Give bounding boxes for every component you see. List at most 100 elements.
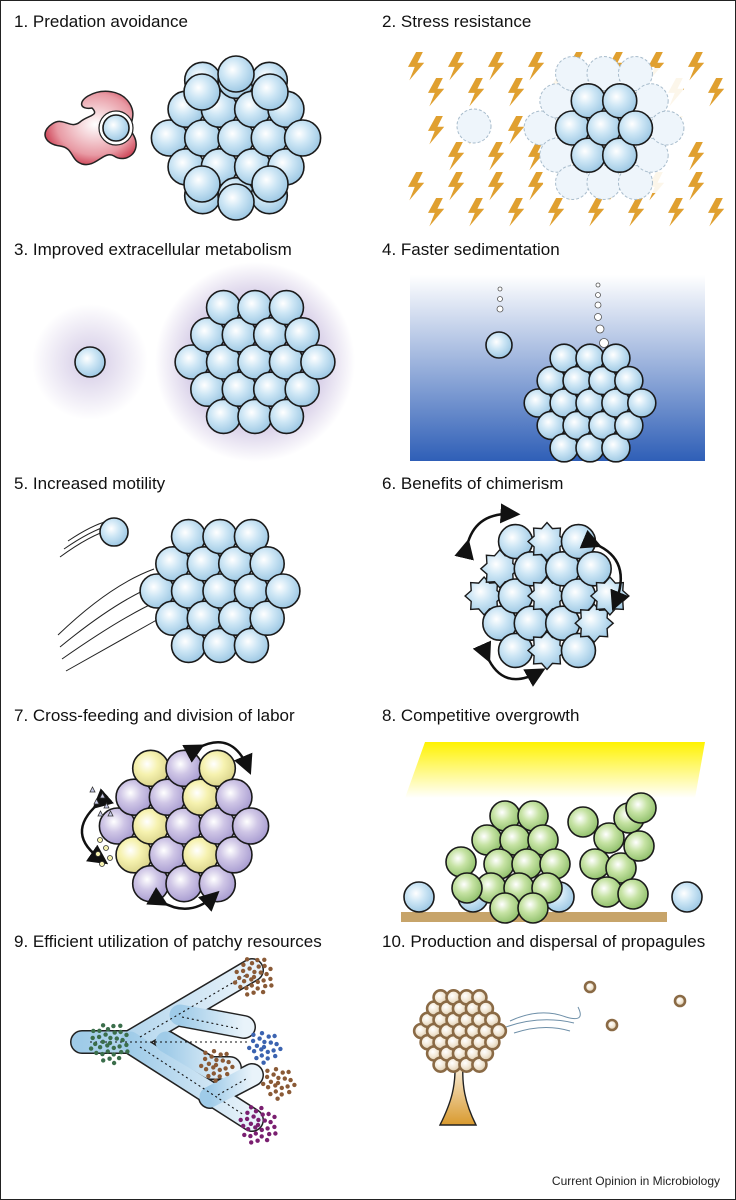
outcompeted-cell <box>403 881 435 913</box>
lightning-bolt-icon <box>448 52 465 81</box>
predation-avoidance-illustration <box>44 55 322 221</box>
lightning-bolt-icon <box>528 172 545 201</box>
resource-particle <box>206 1061 212 1066</box>
resource-particle <box>111 1052 116 1057</box>
resource-particle <box>209 1054 214 1059</box>
resource-particle <box>96 1034 102 1040</box>
resource-particle <box>262 1039 267 1045</box>
resource-particle <box>244 1116 250 1122</box>
resource-particle <box>265 1049 270 1055</box>
resource-particle <box>253 1109 259 1114</box>
panel-title-5: 5. Increased motility <box>14 474 166 493</box>
resource-particle <box>218 1052 223 1057</box>
resource-particle <box>260 989 266 995</box>
motility-illustration <box>57 517 301 672</box>
cluster-cell <box>614 410 644 441</box>
resource-particle <box>237 975 242 981</box>
resource-particle <box>213 1078 218 1083</box>
resource-particle <box>266 1111 271 1117</box>
metabolite-dot <box>97 837 103 843</box>
purple-cell <box>231 807 270 845</box>
panel-title-2: 2. Stress resistance <box>382 12 532 31</box>
resource-particle <box>238 984 243 990</box>
panel-title-6: 6. Benefits of chimerism <box>382 474 564 493</box>
resource-particle <box>262 963 267 969</box>
lightning-bolt-icon <box>428 78 445 107</box>
lightning-bolt-icon <box>688 172 705 201</box>
resource-particle <box>241 979 247 984</box>
resource-particle <box>247 966 252 971</box>
lightning-bolt-icon <box>408 172 425 201</box>
lightning-bolt-icon <box>428 116 445 145</box>
resource-particle <box>111 1023 116 1029</box>
resource-particle <box>103 1032 108 1037</box>
resource-particle <box>255 957 260 963</box>
overgrowing-cell <box>593 822 625 854</box>
extracellular-metabolism-illustration <box>32 262 355 462</box>
lightning-bolt-icon <box>508 116 525 145</box>
lightning-bolt-icon <box>708 78 725 107</box>
overgrowing-cell <box>625 792 657 824</box>
resource-particle <box>275 1096 280 1101</box>
resource-particle <box>112 1030 117 1035</box>
resource-particle <box>286 1069 291 1075</box>
flow-arrow <box>139 1046 245 1116</box>
resource-particle <box>273 1131 278 1136</box>
cluster-cell <box>627 388 657 418</box>
resource-particle <box>244 957 250 962</box>
resource-particle <box>273 1067 279 1072</box>
resource-particle <box>266 1034 271 1039</box>
resource-particle <box>97 1045 103 1050</box>
resource-particle <box>273 1053 278 1059</box>
lightning-bolt-icon <box>448 142 465 171</box>
resource-particle <box>117 1044 122 1049</box>
resource-particle <box>245 1127 251 1132</box>
bubble <box>594 313 602 321</box>
resource-particle <box>100 1051 105 1057</box>
single-cell <box>485 331 513 359</box>
resource-particle <box>232 980 238 985</box>
resource-particle <box>119 1049 124 1055</box>
resource-particle <box>264 971 269 977</box>
resource-particle <box>118 1029 123 1035</box>
panel-title-8: 8. Competitive overgrowth <box>382 706 580 725</box>
lightning-bolt-icon <box>688 52 705 81</box>
resource-particle <box>245 992 250 997</box>
resource-particle <box>261 1060 266 1065</box>
resource-particle <box>217 1074 222 1079</box>
overgrowing-cell <box>445 846 477 878</box>
wind-line <box>513 1027 571 1034</box>
resource-particle <box>261 1081 266 1087</box>
resource-particle <box>280 1070 285 1075</box>
fruiting-body-stalk <box>438 1052 478 1126</box>
resource-particle <box>249 983 254 988</box>
wind-line <box>505 1019 575 1028</box>
lightning-bolt-icon <box>468 198 485 227</box>
resource-particle <box>271 1048 276 1053</box>
light-source <box>405 742 705 798</box>
resource-particle <box>244 985 249 991</box>
overgrowing-cell <box>623 830 655 862</box>
resource-particle <box>255 1138 260 1143</box>
panel-title-7: 7. Cross-feeding and division of labor <box>14 706 295 725</box>
resource-particle <box>261 978 266 983</box>
resource-particle <box>287 1089 292 1095</box>
exchange-arrow <box>454 503 521 561</box>
chimerism-illustration <box>454 503 630 687</box>
metabolite-triangle <box>99 792 106 799</box>
resource-particle <box>253 1131 258 1136</box>
dispersed-propagule <box>583 980 597 994</box>
metabolite-triangle <box>103 802 110 809</box>
wind-line <box>509 1006 581 1022</box>
ghost-cell <box>617 164 653 200</box>
cluster-cell <box>284 316 320 353</box>
resource-particle <box>268 966 273 972</box>
resource-particle <box>120 1037 125 1043</box>
propagule-dispersal-illustration <box>412 980 687 1126</box>
cluster-cell <box>249 600 285 637</box>
bubble <box>594 301 602 309</box>
lightning-bolt-icon <box>688 142 705 171</box>
resource-particle <box>105 1027 111 1032</box>
surviving-cell <box>601 82 638 119</box>
resource-particle <box>111 1045 116 1051</box>
